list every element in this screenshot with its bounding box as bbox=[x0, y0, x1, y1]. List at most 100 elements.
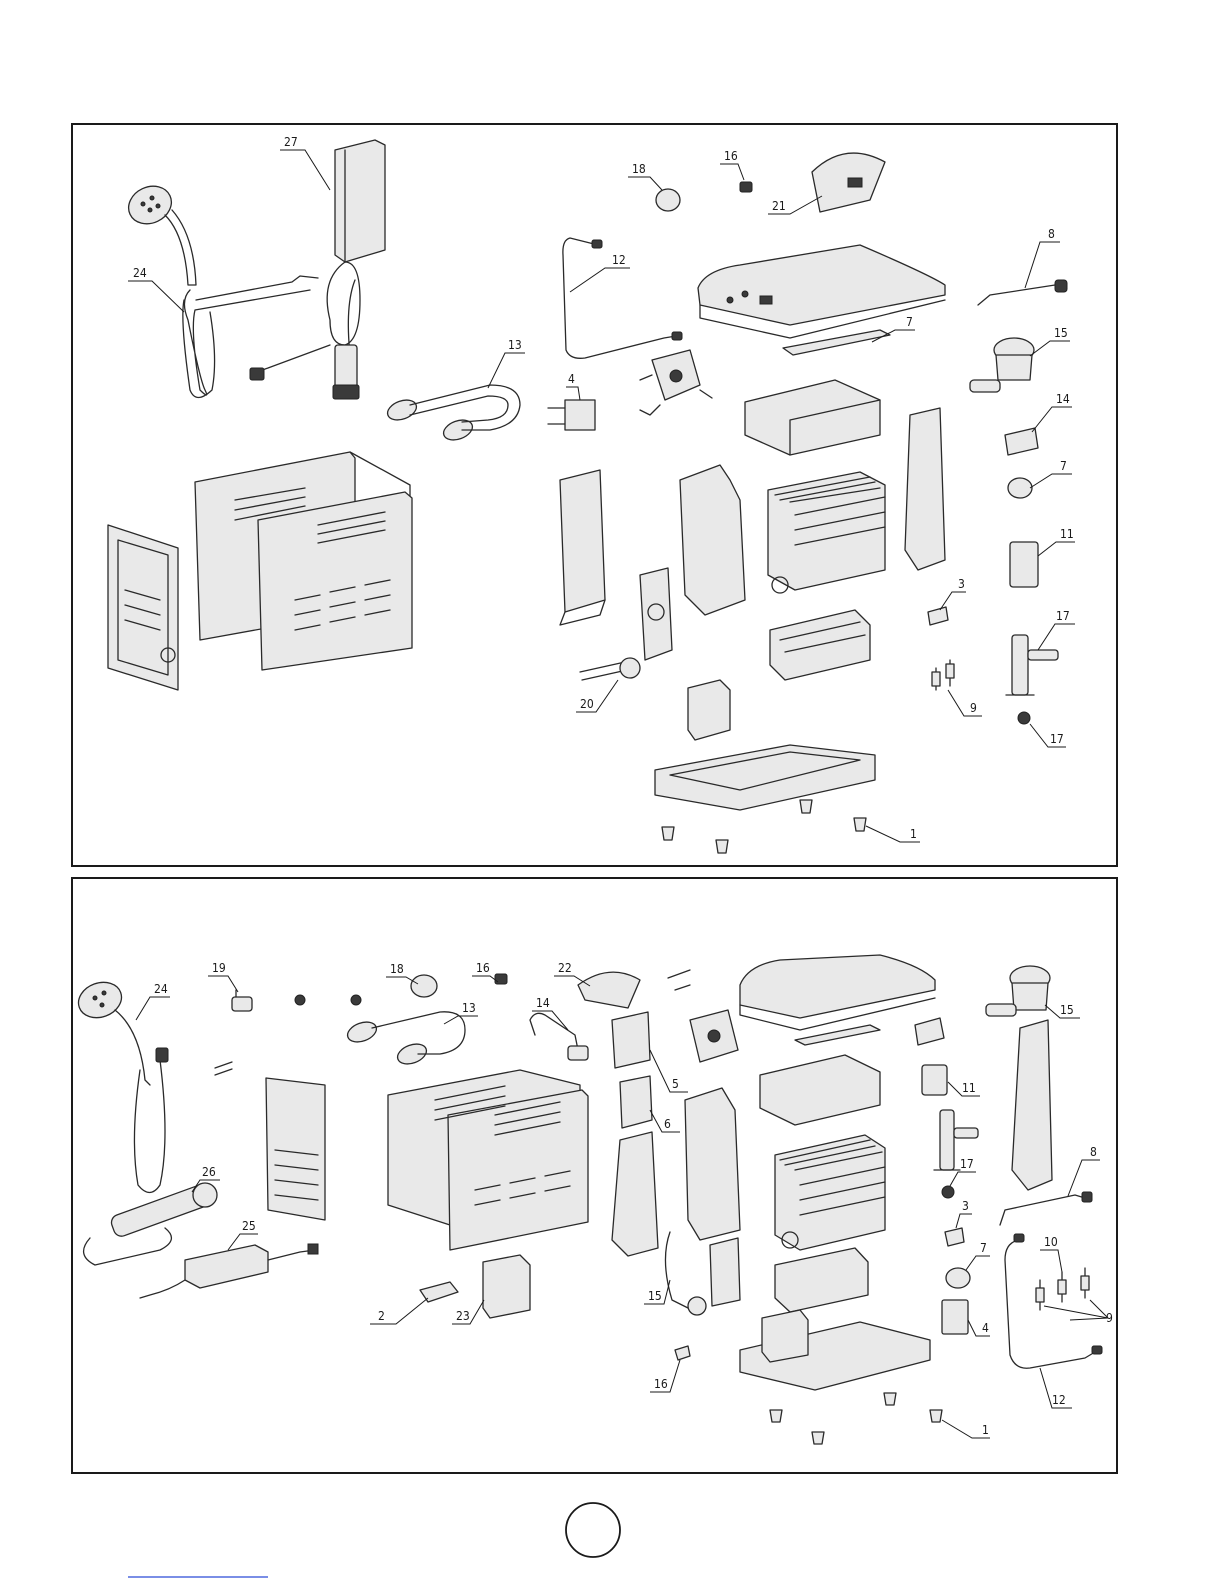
callout-13: 13 bbox=[488, 338, 525, 388]
electrodes-10-9 bbox=[1036, 1268, 1089, 1310]
callout-label: 8 bbox=[1090, 1145, 1097, 1159]
callout-label: 13 bbox=[462, 1001, 476, 1015]
regulator bbox=[970, 338, 1034, 392]
callout-18b: 18 bbox=[386, 962, 418, 984]
feet bbox=[662, 800, 866, 853]
switch-7b bbox=[946, 1268, 970, 1288]
mid-bracket bbox=[680, 465, 745, 615]
callout-label: 13 bbox=[508, 338, 522, 352]
callout-label: 18 bbox=[390, 962, 404, 976]
feet-2 bbox=[770, 1393, 942, 1444]
callout-label: 3 bbox=[958, 577, 965, 591]
callout-17b: 17 bbox=[1030, 724, 1066, 747]
callout-16c: 16 bbox=[650, 1360, 680, 1392]
bracket-14b bbox=[915, 1018, 944, 1045]
callout-24b: 24 bbox=[136, 982, 170, 1020]
callout-16: 16 bbox=[720, 149, 744, 180]
callout-label: 22 bbox=[558, 961, 572, 975]
callout-label: 12 bbox=[1052, 1393, 1066, 1407]
switch-7 bbox=[1008, 478, 1032, 498]
clip-3 bbox=[928, 607, 948, 625]
callout-21: 21 bbox=[768, 196, 822, 214]
water-inlet-2 bbox=[665, 1232, 692, 1310]
hand-shower bbox=[122, 179, 318, 397]
callout-11: 11 bbox=[1038, 527, 1075, 556]
callout-label: 11 bbox=[1060, 527, 1074, 541]
callout-27: 27 bbox=[280, 135, 330, 190]
flow-sensor-26 bbox=[84, 1183, 217, 1265]
panel-2-frame bbox=[72, 878, 1117, 1473]
faceplate-2 bbox=[578, 972, 640, 1008]
plate-2 bbox=[420, 1282, 458, 1302]
callout-label: 4 bbox=[568, 372, 575, 386]
fitting-19 bbox=[232, 990, 252, 1011]
callout-24: 24 bbox=[128, 266, 184, 312]
control-module bbox=[250, 140, 385, 399]
callout-label: 14 bbox=[1056, 392, 1070, 406]
callout-label: 24 bbox=[154, 982, 168, 996]
hand-shower-2 bbox=[74, 977, 168, 1193]
igniter-4b bbox=[942, 1300, 968, 1334]
callout-label: 17 bbox=[960, 1157, 974, 1171]
callout-label: 7 bbox=[906, 315, 913, 329]
pipe-14 bbox=[530, 1013, 578, 1050]
callout-label: 18 bbox=[632, 162, 646, 176]
mid-bracket-2 bbox=[685, 1088, 740, 1240]
callout-14: 14 bbox=[1032, 392, 1072, 432]
callout-label: 21 bbox=[772, 199, 786, 213]
bracket-5 bbox=[612, 1012, 650, 1068]
fitting-17 bbox=[1006, 635, 1058, 724]
screw bbox=[351, 995, 361, 1005]
gas-valve bbox=[640, 350, 712, 415]
clip-2 bbox=[495, 974, 507, 984]
callout-label: 7 bbox=[980, 1241, 987, 1255]
callout-label: 25 bbox=[242, 1219, 256, 1233]
callout-19: 19 bbox=[208, 961, 238, 992]
callout-label: 8 bbox=[1048, 227, 1055, 241]
bracket-6 bbox=[620, 1076, 652, 1128]
callout-label: 1 bbox=[910, 827, 917, 841]
outer-casing bbox=[108, 452, 412, 690]
panel-2: 24 19 18 16 22 13 14 15 bbox=[72, 878, 1117, 1473]
callout-7b: 7 bbox=[1030, 459, 1072, 488]
pipe-12b bbox=[1005, 1240, 1095, 1368]
front-panel bbox=[266, 1078, 325, 1220]
callout-label: 16 bbox=[476, 961, 490, 975]
combustion-hood-2 bbox=[760, 1055, 880, 1125]
callout-label: 5 bbox=[672, 1077, 679, 1091]
callout-label: 14 bbox=[536, 996, 550, 1010]
igniter-4 bbox=[565, 400, 595, 430]
burner-2 bbox=[775, 1248, 868, 1312]
callout-label: 1 bbox=[982, 1423, 989, 1437]
callout-5: 5 bbox=[650, 1050, 688, 1092]
callout-label: 15 bbox=[1054, 326, 1068, 340]
callout-4: 4 bbox=[566, 372, 580, 400]
callout-15: 15 bbox=[1030, 326, 1070, 356]
callout-label: 24 bbox=[133, 266, 147, 280]
small-bracket-2 bbox=[710, 1238, 740, 1306]
flow-sensor-11b bbox=[922, 1065, 947, 1095]
page-number-badge bbox=[566, 1503, 620, 1557]
clip bbox=[740, 182, 752, 192]
battery-box bbox=[688, 680, 730, 740]
callout-7c: 7 bbox=[966, 1241, 990, 1270]
battery-23 bbox=[483, 1255, 530, 1318]
pipe-13b bbox=[345, 1012, 465, 1068]
callout-16b: 16 bbox=[472, 961, 498, 982]
callout-3b: 3 bbox=[956, 1199, 972, 1228]
panel-1: 27 18 16 21 24 12 8 7 bbox=[72, 124, 1117, 866]
small-bracket bbox=[640, 568, 672, 660]
combustion-hood bbox=[745, 380, 880, 455]
seal-strip bbox=[783, 330, 890, 355]
callout-6: 6 bbox=[650, 1110, 680, 1132]
base-tray bbox=[655, 745, 875, 810]
callout-label: 19 bbox=[212, 961, 226, 975]
regulator-2 bbox=[986, 966, 1050, 1016]
knob-2 bbox=[411, 975, 437, 997]
callout-label: 11 bbox=[962, 1081, 976, 1095]
callout-20: 20 bbox=[576, 680, 618, 712]
callout-3: 3 bbox=[940, 577, 966, 610]
callout-17a: 17 bbox=[1038, 609, 1075, 650]
electrodes-9 bbox=[932, 660, 954, 690]
